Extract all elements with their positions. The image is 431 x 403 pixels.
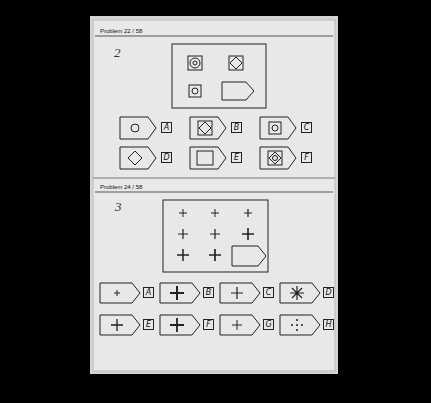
options-top-shape [190, 117, 226, 139]
options-bottom-shape [170, 318, 184, 332]
matrix-top-shape [188, 56, 202, 70]
answer-letter: G [265, 321, 271, 329]
options-top-shape [268, 151, 282, 165]
answer-letter-box: H [323, 319, 334, 330]
matrix-top-shape [189, 85, 201, 97]
answer-letter: A [164, 124, 169, 132]
options-bottom-shape [231, 287, 243, 299]
matrix-top-shape [193, 61, 197, 65]
answer-letter: H [325, 321, 331, 329]
options-bottom-shape [296, 319, 298, 321]
options-top-shape [269, 152, 281, 164]
options-bottom-shape [114, 290, 120, 296]
answer-letter-box: A [161, 122, 172, 133]
answer-letter: C [266, 289, 272, 297]
answer-letter-box: A [143, 287, 154, 298]
options-top-shape [198, 121, 212, 135]
matrix-bottom-shape [232, 246, 266, 266]
handwritten-number: 3 [115, 200, 122, 213]
options-bottom-shape [100, 283, 140, 303]
options-bottom-shape [220, 283, 260, 303]
options-bottom-shape [160, 283, 200, 303]
answer-letter: B [234, 124, 240, 132]
answer-letter: F [206, 321, 211, 329]
paper-sheet-shape [95, 192, 333, 193]
matrix-bottom-shape [242, 228, 254, 240]
options-top [120, 117, 296, 169]
answer-letter: F [304, 154, 309, 162]
options-top-shape [273, 156, 278, 161]
answer-letter: B [206, 289, 212, 297]
options-top-shape [120, 117, 156, 139]
matrix-bottom [163, 200, 268, 272]
options-bottom-shape [170, 286, 184, 300]
options-top-shape [131, 124, 139, 132]
paper-sheet [90, 16, 338, 374]
options-top-shape [260, 117, 296, 139]
matrix-bottom-shape [178, 229, 188, 239]
answer-letter-box: D [161, 152, 172, 163]
answer-letter: E [234, 154, 239, 162]
matrix-bottom-shape [209, 249, 221, 261]
answer-letter-box: D [323, 287, 334, 298]
answer-letter: D [163, 154, 169, 162]
options-bottom-shape [290, 286, 304, 300]
matrix-bottom-shape [163, 200, 268, 272]
matrix-top [172, 44, 266, 108]
options-bottom-shape [111, 319, 123, 331]
answer-letter-box: G [263, 319, 274, 330]
answer-letter-box: C [263, 287, 274, 298]
matrix-top-shape [222, 82, 254, 100]
options-top-shape [120, 147, 156, 169]
answer-letter-box: F [203, 319, 214, 330]
handwritten-number: 2 [114, 46, 121, 59]
options-bottom-shape [296, 324, 298, 326]
options-top-shape [272, 125, 278, 131]
matrix-bottom-shape [211, 209, 219, 217]
options-top-shape [197, 151, 213, 165]
paper-sheet-shape [93, 20, 335, 371]
answer-letter-box: F [301, 152, 312, 163]
options-top-shape [269, 122, 281, 134]
matrix-top-shape [192, 88, 198, 94]
paper-sheet-shape [93, 178, 335, 179]
answer-letter-box: B [203, 287, 214, 298]
answer-letter: C [304, 124, 310, 132]
options-bottom [100, 283, 320, 335]
options-top-shape [128, 151, 142, 165]
options-bottom-shape [220, 315, 260, 335]
matrix-top-shape [190, 58, 200, 68]
problem-header: Problem 22 / 58 [100, 28, 142, 34]
matrix-bottom-shape [177, 249, 189, 261]
matrix-bottom-shape [244, 209, 252, 217]
problem-header: Problem 24 / 58 [100, 184, 142, 190]
answer-letter-box: C [301, 122, 312, 133]
answer-letter: A [146, 289, 151, 297]
paper-sheet-shape [90, 16, 338, 374]
options-bottom-shape [296, 329, 298, 331]
options-bottom-shape [291, 324, 293, 326]
options-top-shape [260, 147, 296, 169]
answer-letter-box: E [231, 152, 242, 163]
options-bottom-shape [280, 315, 320, 335]
answer-letter: E [146, 321, 151, 329]
matrix-top-shape [229, 56, 243, 70]
options-bottom-shape [301, 324, 303, 326]
options-bottom-shape [160, 315, 200, 335]
options-bottom-shape [100, 315, 140, 335]
matrix-top-shape [172, 44, 266, 108]
matrix-top-shape [230, 57, 242, 69]
options-top-shape [190, 147, 226, 169]
matrix-bottom-shape [210, 229, 220, 239]
options-bottom-shape [280, 283, 320, 303]
options-bottom-shape [291, 319, 303, 331]
matrix-bottom-shape [179, 209, 187, 217]
options-top-shape [199, 122, 211, 134]
answer-letter-box: B [231, 122, 242, 133]
answer-letter: D [325, 289, 331, 297]
answer-letter-box: E [143, 319, 154, 330]
paper-sheet-shape [95, 36, 333, 37]
options-bottom-shape [232, 320, 242, 330]
